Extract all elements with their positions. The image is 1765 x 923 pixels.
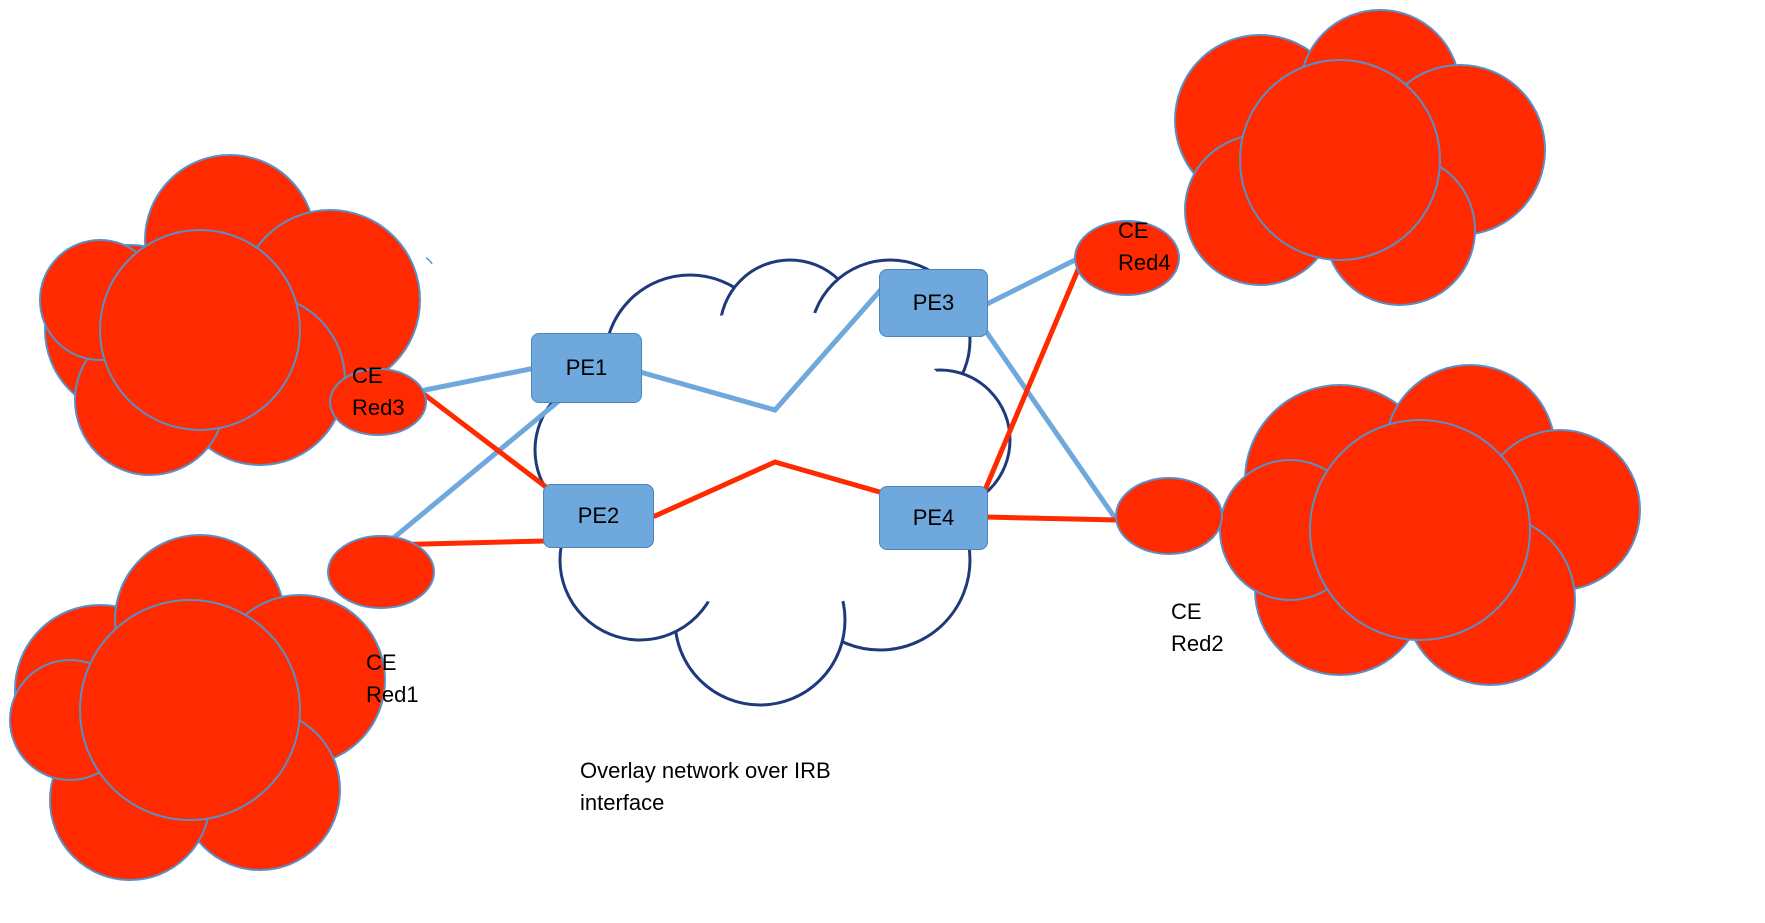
pe3-node[interactable]: PE3 — [879, 269, 988, 337]
link-red1-pe1 — [382, 397, 563, 548]
ce-red1-label: CE Red1 — [366, 647, 419, 711]
cloud-red1-site — [9, 534, 386, 881]
caption-line2: interface — [580, 790, 665, 815]
link-pe2-pe4 — [652, 459, 893, 519]
cloud-red3-site — [39, 154, 421, 476]
link-pe4-red4 — [982, 262, 1083, 493]
ce-devices — [327, 220, 1223, 609]
ce-red3-line1: CE — [352, 363, 383, 388]
customer-clouds — [9, 9, 1641, 881]
pe4-label: PE4 — [912, 505, 955, 530]
caption-line1: Overlay network over IRB — [580, 758, 831, 783]
pe3-label: PE3 — [912, 290, 955, 315]
pe2-node[interactable]: PE2 — [543, 484, 654, 548]
pe1-node[interactable]: PE1 — [531, 333, 642, 403]
ce-red2-label: CE Red2 — [1171, 596, 1224, 660]
ce-red4-line2: Red4 — [1118, 250, 1171, 275]
pe4-node[interactable]: PE4 — [879, 486, 988, 550]
ce-red2-line2: Red2 — [1171, 631, 1224, 656]
link-pe3-red4 — [982, 252, 1088, 308]
link-pe1-pe3 — [637, 282, 888, 413]
links — [382, 252, 1121, 548]
ce-red2-line1: CE — [1171, 599, 1202, 624]
ce-red4-line1: CE — [1118, 218, 1149, 243]
ce-red4-node — [1074, 220, 1180, 296]
link-pe3-red2 — [982, 327, 1118, 521]
pe2-label: PE2 — [577, 503, 620, 528]
cloud-red2-site — [1219, 364, 1641, 686]
diagram-caption: Overlay network over IRB interface — [580, 755, 831, 819]
link-red3-pe1 — [422, 365, 538, 393]
ce-red4-label: CE Red4 — [1118, 215, 1171, 279]
link-pe4-red2 — [982, 514, 1121, 523]
cloud-red4-site — [1174, 9, 1546, 306]
ce-red1-line1: CE — [366, 650, 397, 675]
ce-red1-node — [327, 535, 435, 609]
ce-red2-node — [1115, 477, 1223, 555]
stray-mark — [425, 257, 433, 265]
pe1-label: PE1 — [565, 355, 608, 380]
ce-red3-label: CE Red3 — [352, 360, 405, 424]
ce-red3-line2: Red3 — [352, 395, 405, 420]
ce-red3-node — [329, 368, 427, 436]
link-red3-pe2 — [422, 392, 553, 493]
ce-red1-line2: Red1 — [366, 682, 419, 707]
